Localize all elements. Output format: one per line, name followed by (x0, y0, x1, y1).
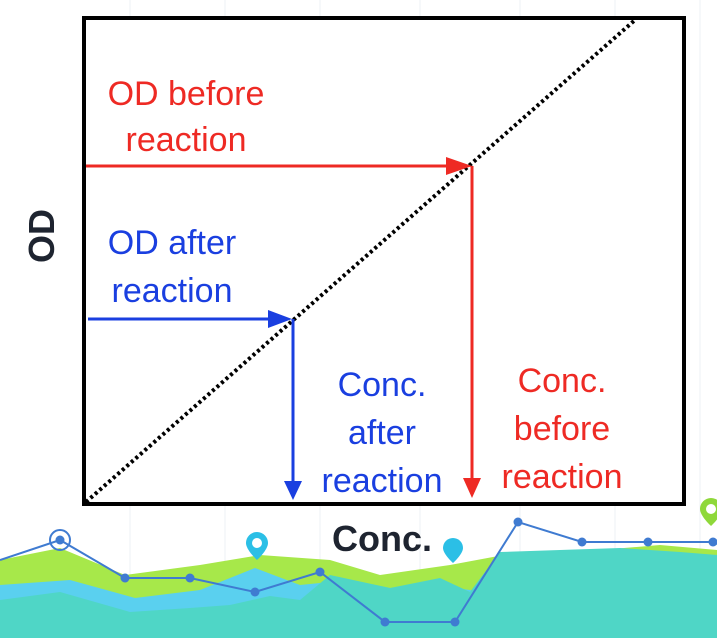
bg-teal-area (0, 548, 717, 638)
bg-line-points (55, 517, 717, 627)
map-pin-icon (246, 532, 268, 560)
map-pin-icon (443, 538, 463, 563)
conc-before-label-line3: reaction (502, 458, 623, 496)
bg-line-series (0, 520, 717, 623)
conc-before-label-line1: Conc. (518, 362, 607, 400)
conc-after-label-line2: after (348, 414, 416, 452)
conc-before-arrowhead (463, 478, 481, 498)
od-after-label-line2: reaction (112, 272, 233, 310)
conc-after-arrowhead (284, 481, 302, 500)
background-decoration (0, 498, 717, 638)
od-after-label-line1: OD after (108, 224, 236, 262)
x-axis-label: Conc. (332, 518, 432, 559)
od-before-arrowhead (446, 157, 472, 175)
bg-ring-marker (49, 529, 71, 551)
od-before-label-line1: OD before (108, 75, 265, 113)
od-after-arrowhead (268, 310, 292, 328)
od-before-label-line2: reaction (126, 121, 247, 159)
conc-before-label-line2: before (514, 410, 610, 448)
conc-after-label-line1: Conc. (338, 366, 427, 404)
plot-frame (82, 16, 686, 506)
y-axis-label: OD (21, 209, 62, 263)
conc-after-label-line3: reaction (322, 462, 443, 500)
calibration-line (84, 18, 637, 504)
map-pin-icon (700, 498, 717, 526)
